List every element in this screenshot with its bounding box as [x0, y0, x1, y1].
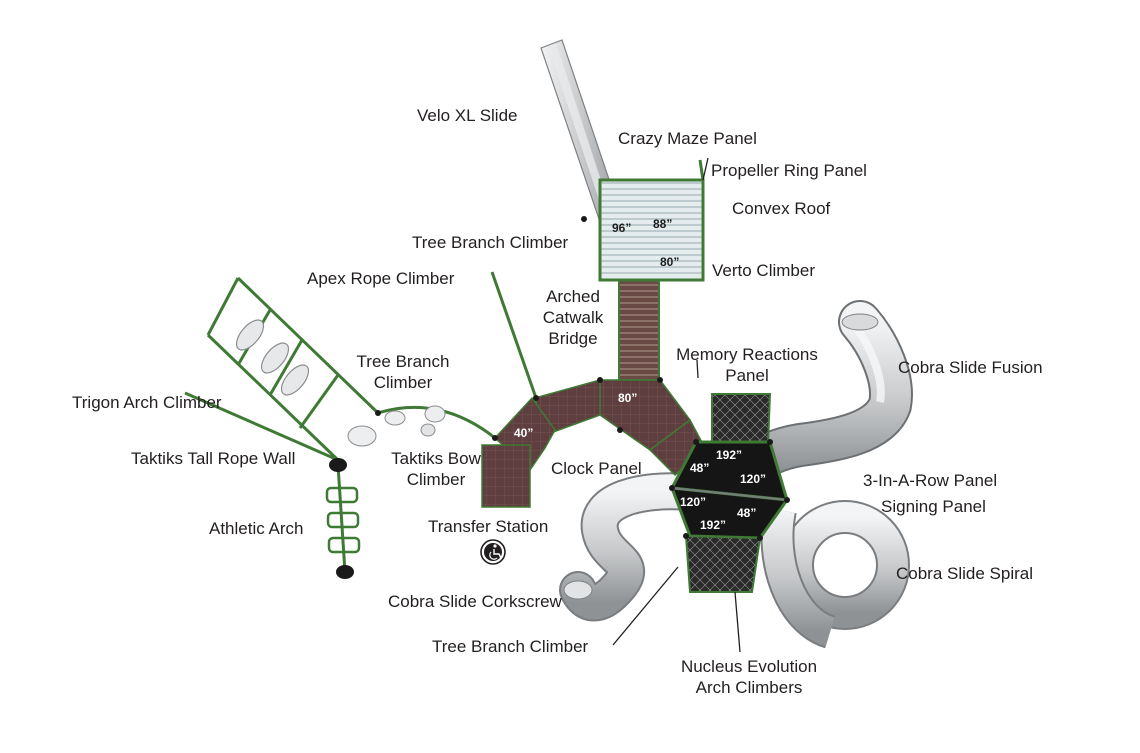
hex-height-192-bottom: 192”	[700, 518, 726, 532]
nucleus-evolution-arch-climbers	[684, 534, 762, 593]
athletic-arch	[325, 458, 361, 579]
label-taktiks-tall-rope-wall: Taktiks Tall Rope Wall	[131, 449, 296, 468]
hex-height-48-upper: 48”	[690, 461, 709, 475]
leader-lines	[612, 157, 741, 653]
label-arched-catwalk-bridge: Arched Catwalk Bridge	[542, 287, 604, 348]
label-tree-branch-climber-bottom: Tree Branch Climber	[432, 637, 589, 656]
label-cobra-slide-spiral: Cobra Slide Spiral	[896, 564, 1034, 583]
label-verto-climber: Verto Climber	[712, 261, 815, 280]
label-crazy-maze-panel: Crazy Maze Panel	[618, 129, 757, 148]
cobra-slide-corkscrew	[559, 472, 709, 622]
wheelchair-icon	[480, 539, 506, 565]
label-tree-branch-climber-left: Tree Branch Climber	[356, 352, 450, 392]
trigon-arch-climber	[184, 276, 380, 462]
hex-height-48-lower: 48”	[737, 506, 756, 520]
deck-height-96: 96”	[612, 221, 631, 235]
apex-rope-climber	[490, 271, 538, 399]
label-signing-panel: Signing Panel	[881, 497, 986, 516]
label-memory-reactions-panel: Memory Reactions Panel	[676, 345, 818, 385]
label-taktiks-bow-climber: Taktiks Bow Climber	[391, 449, 481, 489]
label-apex-rope-climber: Apex Rope Climber	[307, 269, 455, 288]
label-nucleus-evolution-arch-climbers: Nucleus Evolution Arch Climbers	[680, 657, 818, 697]
left-deck: 40”	[481, 396, 556, 508]
label-three-in-a-row-panel: 3-In-A-Row Panel	[863, 471, 998, 490]
label-cobra-slide-corkscrew: Cobra Slide Corkscrew	[388, 592, 562, 611]
deck-height-80-roof: 80”	[660, 255, 679, 269]
label-tree-branch-climber-top: Tree Branch Climber	[412, 233, 569, 252]
hex-height-120-lower: 120”	[680, 495, 706, 509]
deck-height-40: 40”	[514, 426, 533, 440]
hex-height-192-top: 192”	[716, 448, 742, 462]
label-velo-xl-slide: Velo XL Slide	[417, 106, 518, 125]
deck-height-88: 88”	[653, 217, 672, 231]
arched-catwalk-bridge	[618, 277, 660, 381]
cobra-slide-spiral	[760, 500, 910, 649]
hex-tower: 192” 48” 120” 120” 48” 192”	[669, 440, 790, 540]
label-transfer-station: Transfer Station	[428, 517, 549, 536]
label-clock-panel: Clock Panel	[551, 459, 642, 478]
post-joints	[375, 216, 790, 541]
label-athletic-arch: Athletic Arch	[209, 519, 304, 538]
hex-height-120-upper: 120”	[740, 472, 766, 486]
label-convex-roof: Convex Roof	[732, 199, 831, 218]
taktiks-bow-climber	[347, 405, 446, 447]
deck-height-80-hub: 80”	[618, 391, 637, 405]
memory-reactions-panel	[711, 393, 772, 445]
label-trigon-arch-climber: Trigon Arch Climber	[72, 393, 222, 412]
convex-roof: 96” 88” 80”	[598, 159, 705, 282]
label-cobra-slide-fusion: Cobra Slide Fusion	[898, 358, 1043, 377]
label-propeller-ring-panel: Propeller Ring Panel	[711, 161, 867, 180]
